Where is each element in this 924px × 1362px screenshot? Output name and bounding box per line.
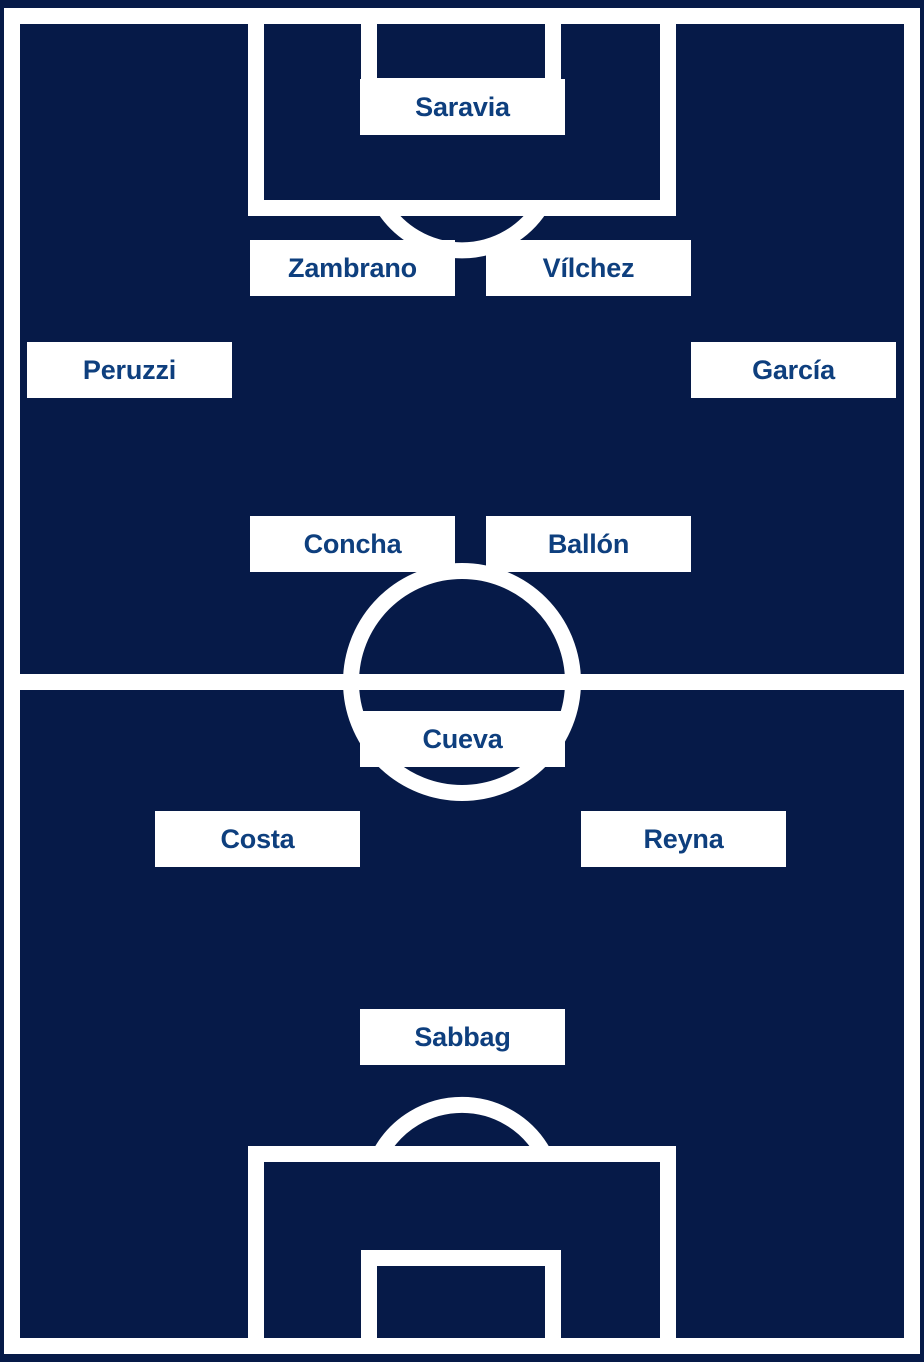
player-label-garcia: García <box>691 342 896 398</box>
top-penalty-arc <box>377 203 547 259</box>
player-label-zambrano: Zambrano <box>250 240 455 296</box>
player-label-sabbag: Sabbag <box>360 1009 565 1065</box>
player-label-costa: Costa <box>155 811 360 867</box>
player-label-ballon: Ballón <box>486 516 691 572</box>
player-label-peruzzi: Peruzzi <box>27 342 232 398</box>
player-label-concha: Concha <box>250 516 455 572</box>
player-label-vilchez: Vílchez <box>486 240 691 296</box>
player-label-saravia: Saravia <box>360 79 565 135</box>
player-label-reyna: Reyna <box>581 811 786 867</box>
bottom-goal-area <box>361 1250 561 1354</box>
player-label-cueva: Cueva <box>360 711 565 767</box>
bottom-penalty-arc <box>372 1096 552 1158</box>
center-circle <box>343 563 581 801</box>
